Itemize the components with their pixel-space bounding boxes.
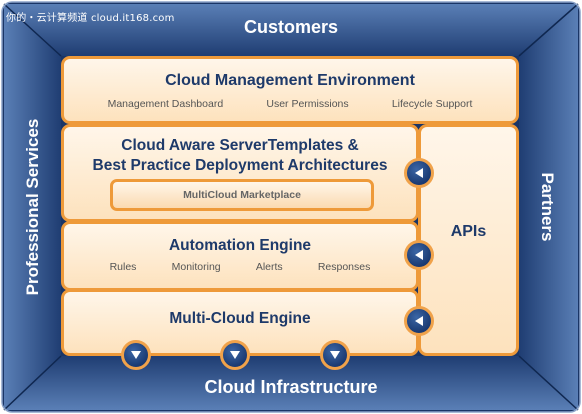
- server-templates-box: Cloud Aware ServerTemplates & Best Pract…: [61, 124, 419, 222]
- item-lifecycle-support: Lifecycle Support: [391, 98, 473, 110]
- item-management-dashboard: Management Dashboard: [107, 98, 224, 110]
- automation-engine-title: Automation Engine: [168, 237, 312, 254]
- automation-engine-box: Automation Engine Rules Monitoring Alert…: [61, 221, 419, 291]
- cloud-management-box: Cloud Management Environment Management …: [61, 56, 519, 124]
- server-templates-title-line2: Best Practice Deployment Architectures: [92, 157, 388, 174]
- item-rules: Rules: [109, 261, 137, 273]
- item-alerts: Alerts: [255, 261, 283, 273]
- item-user-permissions: User Permissions: [266, 98, 349, 110]
- label-customers: Customers: [243, 17, 339, 37]
- apis-label: APIs: [450, 223, 487, 240]
- arrow-down-icon: [220, 340, 250, 370]
- multicloud-engine-title: Multi-Cloud Engine: [169, 310, 311, 327]
- server-templates-title-line1: Cloud Aware ServerTemplates &: [121, 137, 359, 154]
- arrow-left-icon: [404, 240, 434, 270]
- arrow-left-icon: [404, 306, 434, 336]
- multicloud-marketplace-box: MultiCloud Marketplace: [110, 179, 374, 211]
- watermark-text: 你的・云计算频道 cloud.it168.com: [6, 13, 175, 24]
- label-partners: Partners: [538, 172, 557, 242]
- server-templates-title: Cloud Aware ServerTemplates & Best Pract…: [64, 136, 416, 176]
- arrow-down-icon: [121, 340, 151, 370]
- item-responses: Responses: [317, 261, 371, 273]
- label-cloud-infrastructure: Cloud Infrastructure: [204, 377, 378, 397]
- arrow-left-icon: [404, 158, 434, 188]
- cloud-management-items: Management Dashboard User Permissions Li…: [64, 98, 516, 110]
- label-professional-services: Professional Services: [23, 118, 42, 296]
- item-monitoring: Monitoring: [171, 261, 221, 273]
- cloud-management-title: Cloud Management Environment: [165, 72, 415, 89]
- automation-engine-items: Rules Monitoring Alerts Responses: [64, 261, 416, 273]
- arrow-down-icon: [320, 340, 350, 370]
